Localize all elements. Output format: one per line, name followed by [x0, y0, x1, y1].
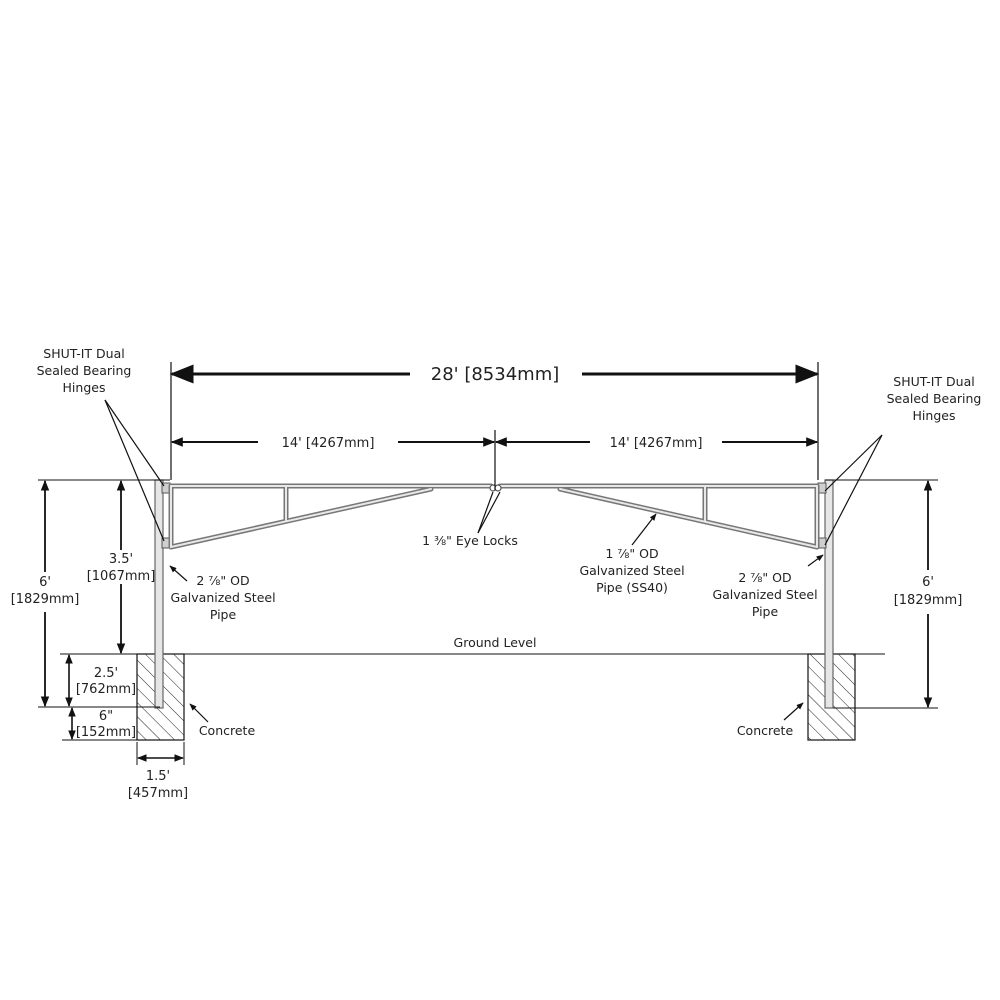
footing-width-mm: [457mm]: [128, 786, 188, 801]
svg-text:2 ⅞" OD: 2 ⅞" OD: [196, 573, 249, 588]
left-height-ft: 6': [39, 575, 51, 590]
rail-height-ft: 3.5': [109, 552, 133, 567]
svg-text:Hinges: Hinges: [63, 380, 106, 395]
svg-text:Concrete: Concrete: [737, 723, 794, 738]
embed-ft: 2.5': [94, 666, 118, 681]
svg-text:Galvanized Steel: Galvanized Steel: [170, 590, 275, 605]
svg-text:Galvanized Steel: Galvanized Steel: [579, 563, 684, 578]
dimension-overall: 28' [8534mm]: [169, 362, 820, 480]
dimension-left-height: 6' [1829mm]: [11, 479, 80, 708]
post-right: [824, 479, 834, 709]
hinges-label-right: SHUT-IT Dual Sealed Bearing Hinges: [824, 374, 982, 546]
right-height-ft: 6': [922, 575, 934, 590]
svg-text:1 ⅜" Eye Locks: 1 ⅜" Eye Locks: [422, 533, 518, 548]
gate-pipe-label: 1 ⅞" OD Galvanized Steel Pipe (SS40): [579, 513, 685, 595]
svg-text:Pipe (SS40): Pipe (SS40): [596, 580, 668, 595]
left-height-mm: [1829mm]: [11, 592, 80, 607]
svg-text:Pipe: Pipe: [752, 604, 779, 619]
ground-level-label: Ground Level: [454, 635, 537, 650]
svg-text:Galvanized Steel: Galvanized Steel: [712, 587, 817, 602]
dimension-right-height: 6' [1829mm]: [894, 479, 963, 709]
svg-text:SHUT-IT Dual: SHUT-IT Dual: [893, 374, 974, 389]
right-height-mm: [1829mm]: [894, 593, 963, 608]
right-half-dimension-label: 14' [4267mm]: [610, 436, 703, 451]
svg-text:Concrete: Concrete: [199, 723, 256, 738]
dimension-footing-width: 1.5' [457mm]: [128, 742, 188, 801]
base-ft: 6": [99, 709, 113, 724]
svg-text:Pipe: Pipe: [210, 607, 237, 622]
post-pipe-label-right: 2 ⅞" OD Galvanized Steel Pipe: [712, 554, 824, 619]
svg-text:Hinges: Hinges: [913, 408, 956, 423]
svg-text:Sealed Bearing: Sealed Bearing: [887, 391, 982, 406]
overall-dimension-label: 28' [8534mm]: [431, 364, 560, 385]
eye-lock-right: [494, 484, 502, 492]
left-half-dimension-label: 14' [4267mm]: [282, 436, 375, 451]
dimension-embed-depth: 2.5' [762mm]: [65, 654, 136, 707]
eye-locks-label: 1 ⅜" Eye Locks: [422, 491, 518, 548]
dimension-base-depth: 6" [152mm]: [68, 707, 136, 740]
hinges-label-left: SHUT-IT Dual Sealed Bearing Hinges: [37, 346, 165, 542]
concrete-label-left: Concrete: [189, 703, 256, 738]
svg-text:2 ⅞" OD: 2 ⅞" OD: [738, 570, 791, 585]
svg-text:SHUT-IT Dual: SHUT-IT Dual: [43, 346, 124, 361]
rail-height-mm: [1067mm]: [87, 569, 156, 584]
post-pipe-label-left: 2 ⅞" OD Galvanized Steel Pipe: [169, 565, 276, 622]
base-mm: [152mm]: [76, 725, 136, 740]
dimension-halves: 14' [4267mm] 14' [4267mm]: [170, 430, 819, 490]
footing-width-ft: 1.5': [146, 769, 170, 784]
concrete-label-right: Concrete: [737, 702, 804, 738]
svg-text:1 ⅞" OD: 1 ⅞" OD: [605, 546, 658, 561]
gate-leaf-right: [497, 483, 820, 550]
embed-mm: [762mm]: [76, 682, 136, 697]
svg-text:Sealed Bearing: Sealed Bearing: [37, 363, 132, 378]
post-left: [154, 479, 164, 709]
dimension-rail-height: 3.5' [1067mm]: [87, 479, 156, 655]
